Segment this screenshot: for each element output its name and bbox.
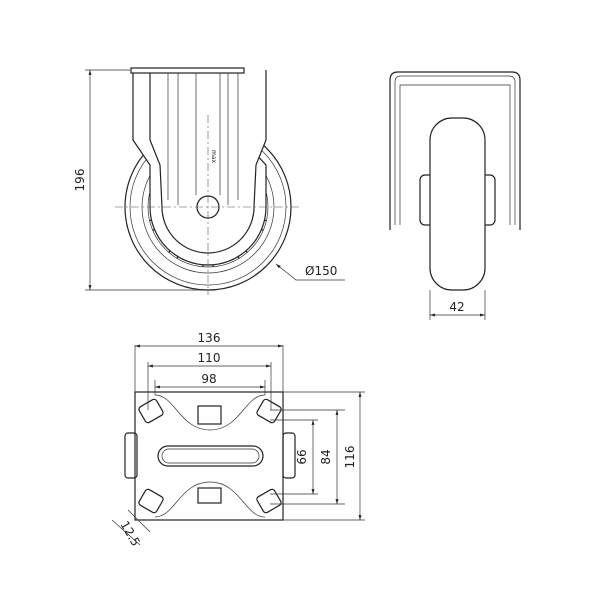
top-plate-view: 136 110 98 66 84 116 12.5 xyxy=(111,331,365,549)
mounting-plate xyxy=(134,391,284,521)
dim-110-label: 110 xyxy=(198,351,221,365)
dim-84-label: 84 xyxy=(319,449,333,464)
dim-136-label: 136 xyxy=(198,331,221,345)
height-label: 196 xyxy=(73,169,87,192)
side-view: 42 xyxy=(389,71,521,320)
top-plate xyxy=(130,67,245,74)
dim-98-label: 98 xyxy=(201,372,216,386)
rotation-mark: max xyxy=(210,150,217,164)
dim-66-label: 66 xyxy=(295,449,309,464)
front-view: max 196 Ø150 xyxy=(73,67,345,295)
diameter-label: Ø150 xyxy=(305,264,337,278)
wheel-side xyxy=(429,117,486,291)
dim-116-label: 116 xyxy=(343,446,357,469)
width-label: 42 xyxy=(449,300,464,314)
